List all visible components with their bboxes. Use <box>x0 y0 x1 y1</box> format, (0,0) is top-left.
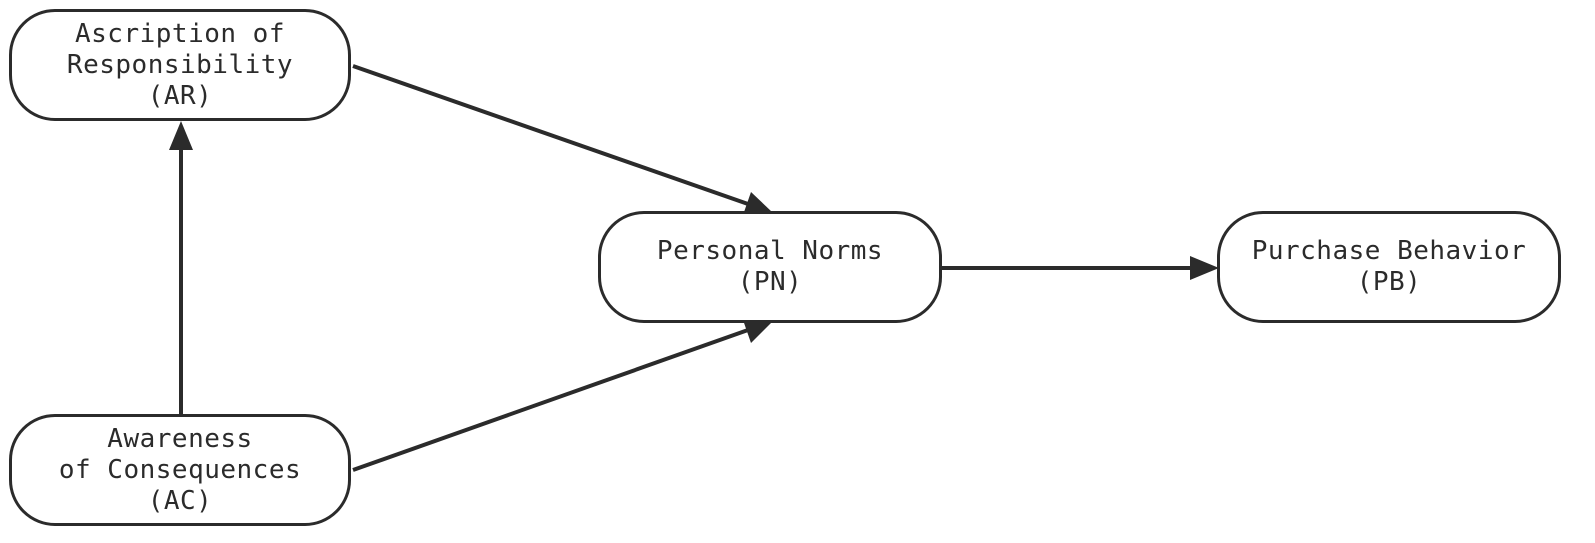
edge-ac-to-pn <box>352 328 749 472</box>
node-pn-line-1: Personal Norms <box>656 236 884 266</box>
node-ac-line-2: of Consequences <box>58 454 302 485</box>
node-ac-line-1: Awareness <box>107 423 253 454</box>
node-personal-norms: Personal Norms (PN) <box>598 211 942 323</box>
node-purchase-behavior: Purchase Behavior (PB) <box>1217 211 1561 323</box>
node-pn-line-2: (PN) <box>737 267 803 297</box>
arrowhead-ac-to-ar <box>169 121 193 150</box>
node-ascription-of-responsibility: Ascription of Responsibility (AR) <box>9 9 351 121</box>
node-pb-line-1: Purchase Behavior <box>1251 236 1527 266</box>
node-ar-line-1: Ascription of <box>75 18 285 49</box>
node-ar-line-2: Responsibility <box>66 49 294 80</box>
node-awareness-of-consequences: Awareness of Consequences (AC) <box>9 414 351 526</box>
node-ar-line-3: (AR) <box>147 80 213 111</box>
node-ac-line-3: (AC) <box>147 485 213 516</box>
arrowhead-ar-to-pn <box>743 192 772 215</box>
arrowhead-ac-to-pn <box>743 320 772 343</box>
node-pb-line-2: (PB) <box>1356 267 1422 297</box>
edge-ar-to-pn <box>352 64 749 206</box>
arrowhead-pn-to-pb <box>1190 256 1219 280</box>
